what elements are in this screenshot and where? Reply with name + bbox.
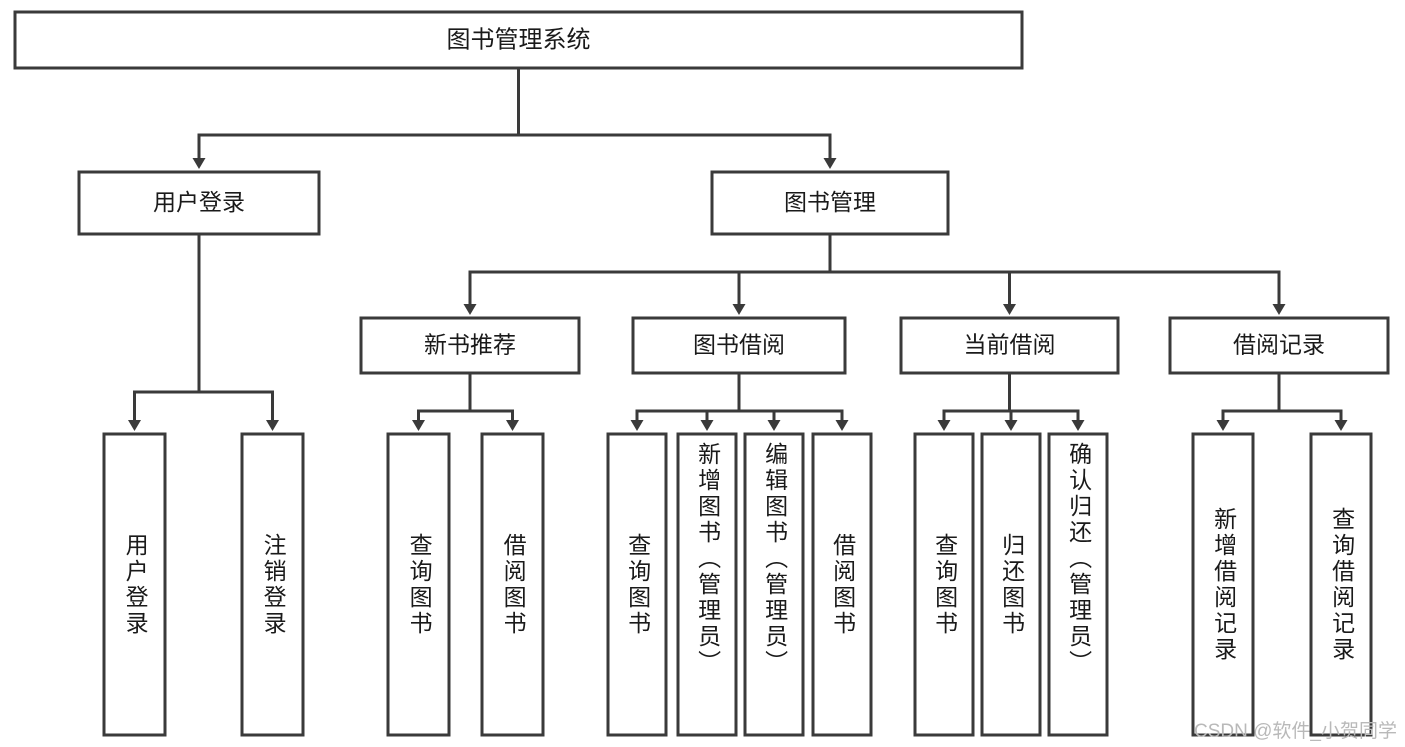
leaf-box-node-借阅图书[interactable] <box>811 432 873 737</box>
box-layer <box>13 10 1390 737</box>
leaf-box-node-查询图书[interactable] <box>606 432 668 737</box>
level1-box-node-用户登录[interactable] <box>77 170 321 236</box>
leaf-box-node-归还图书[interactable] <box>980 432 1042 737</box>
level2-label-node-图书借阅: 图书借阅 <box>693 332 785 358</box>
level2-label-node-新书推荐: 新书推荐 <box>424 332 516 358</box>
leaf-box-node-编辑图书管理员[interactable] <box>743 432 805 737</box>
leaf-box-node-确认归还管理员[interactable] <box>1047 432 1109 737</box>
level2-box-node-借阅记录[interactable] <box>1168 316 1390 375</box>
root-box-node-图书管理系统[interactable] <box>13 10 1024 70</box>
edge-layer <box>128 66 1348 431</box>
level2-label-node-当前借阅: 当前借阅 <box>964 332 1056 358</box>
leaf-box-node-用户登录[interactable] <box>102 432 167 737</box>
leaf-box-node-查询借阅记录[interactable] <box>1309 432 1373 737</box>
level2-label-node-借阅记录: 借阅记录 <box>1233 332 1325 358</box>
leaf-box-node-借阅图书[interactable] <box>480 432 545 737</box>
leaf-box-node-查询图书[interactable] <box>386 432 451 737</box>
level1-label-node-用户登录: 用户登录 <box>153 189 245 215</box>
level2-box-node-图书借阅[interactable] <box>631 316 847 375</box>
leaf-box-node-新增图书管理员[interactable] <box>676 432 738 737</box>
level1-label-node-图书管理: 图书管理 <box>784 189 876 215</box>
root-label-node-图书管理系统: 图书管理系统 <box>447 26 591 53</box>
leaf-box-node-查询图书[interactable] <box>913 432 975 737</box>
level2-box-node-新书推荐[interactable] <box>359 316 581 375</box>
level1-box-node-图书管理[interactable] <box>710 170 950 236</box>
level2-box-node-当前借阅[interactable] <box>899 316 1120 375</box>
leaf-box-node-新增借阅记录[interactable] <box>1191 432 1255 737</box>
leaf-box-node-注销登录[interactable] <box>240 432 305 737</box>
